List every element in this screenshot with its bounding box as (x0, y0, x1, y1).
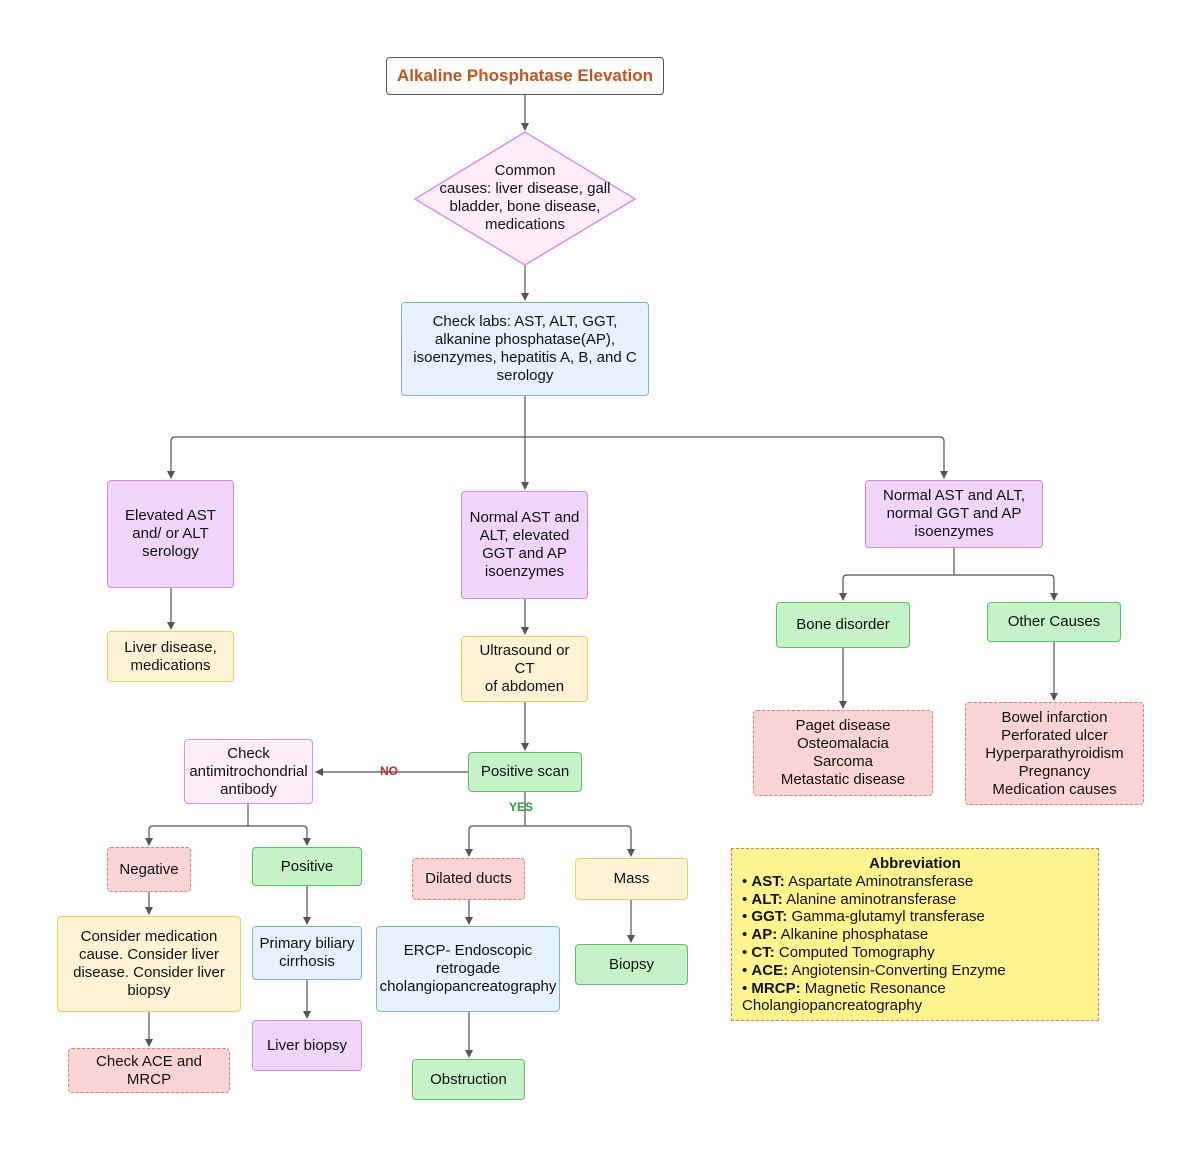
check-ace-mrcp-box: Check ACE and MRCP (68, 1048, 230, 1093)
abbreviation-item: • GGT: Gamma-glutamyl transferase (742, 908, 985, 926)
abbreviation-item: • AST: Aspartate Aminotransferase (742, 872, 974, 890)
abbreviation-item: • ALT: Alanine aminotransferase (742, 890, 957, 908)
common-causes-diamond (413, 131, 637, 266)
check-labs-box: Check labs: AST, ALT, GGT, alkanine phos… (401, 302, 649, 396)
edge-labs-to-normal-all (525, 436, 948, 479)
normal-all-box: Normal AST and ALT, normal GGT and AP is… (865, 480, 1043, 548)
elevated-ast-box: Elevated AST and/ or ALT serology (107, 480, 234, 588)
page-title: Alkaline Phosphatase Elevation (386, 57, 664, 95)
bone-disorder-list: Paget disease Osteomalacia Sarcoma Metas… (753, 710, 933, 796)
primary-biliary-cirrhosis-box: Primary biliary cirrhosis (252, 926, 362, 980)
abbreviation-item: • ACE: Angiotensin-Converting Enzyme (742, 961, 1006, 979)
obstruction-box: Obstruction (412, 1059, 525, 1100)
ercp-box: ERCP- Endoscopic retrogade cholangiopanc… (376, 926, 560, 1012)
consider-medication-box: Consider medication cause. Consider live… (57, 916, 241, 1012)
negative-box: Negative (107, 847, 191, 892)
no-label: NO (380, 764, 398, 778)
abbreviation-item: • CT: Computed Tomography (742, 943, 935, 961)
biopsy-box: Biopsy (575, 944, 688, 985)
edge-to-other (954, 574, 1058, 601)
edge-ama-to-negative (145, 825, 248, 846)
bone-disorder-box: Bone disorder (776, 602, 910, 648)
dilated-ducts-box: Dilated ducts (412, 858, 525, 900)
positive-box: Positive (252, 847, 362, 886)
edge-scan-to-mass (525, 825, 635, 857)
yes-label: YES (509, 800, 534, 814)
normal-ast-elevated-ggt-box: Normal AST and ALT, elevated GGT and AP … (461, 491, 588, 599)
edge-scan-to-dilated (465, 825, 525, 857)
positive-scan-box: Positive scan (468, 752, 582, 792)
edge-ama-to-positive (248, 825, 311, 846)
abbreviation-title: Abbreviation (869, 855, 961, 872)
edge-to-bone (839, 574, 954, 601)
edge-labs-to-elevated (167, 436, 525, 479)
liver-biopsy-box: Liver biopsy (252, 1020, 362, 1071)
abbreviation-box: Abbreviation • AST: Aspartate Aminotrans… (731, 848, 1099, 1021)
abbreviation-item: • MRCP: Magnetic Resonance Cholangiopanc… (742, 979, 946, 1015)
ultrasound-ct-box: Ultrasound or CT of abdomen (461, 636, 588, 702)
liver-disease-box: Liver disease, medications (107, 631, 234, 682)
common-causes-text: Common causes: liver disease, gall bladd… (439, 162, 611, 233)
abbreviation-item: • AP: Alkanine phosphatase (742, 926, 929, 944)
other-causes-box: Other Causes (987, 602, 1121, 642)
check-ama-box: Check antimitrochondrial antibody (184, 739, 313, 804)
other-causes-list: Bowel infarction Perforated ulcer Hyperp… (965, 702, 1144, 805)
mass-box: Mass (575, 858, 688, 900)
